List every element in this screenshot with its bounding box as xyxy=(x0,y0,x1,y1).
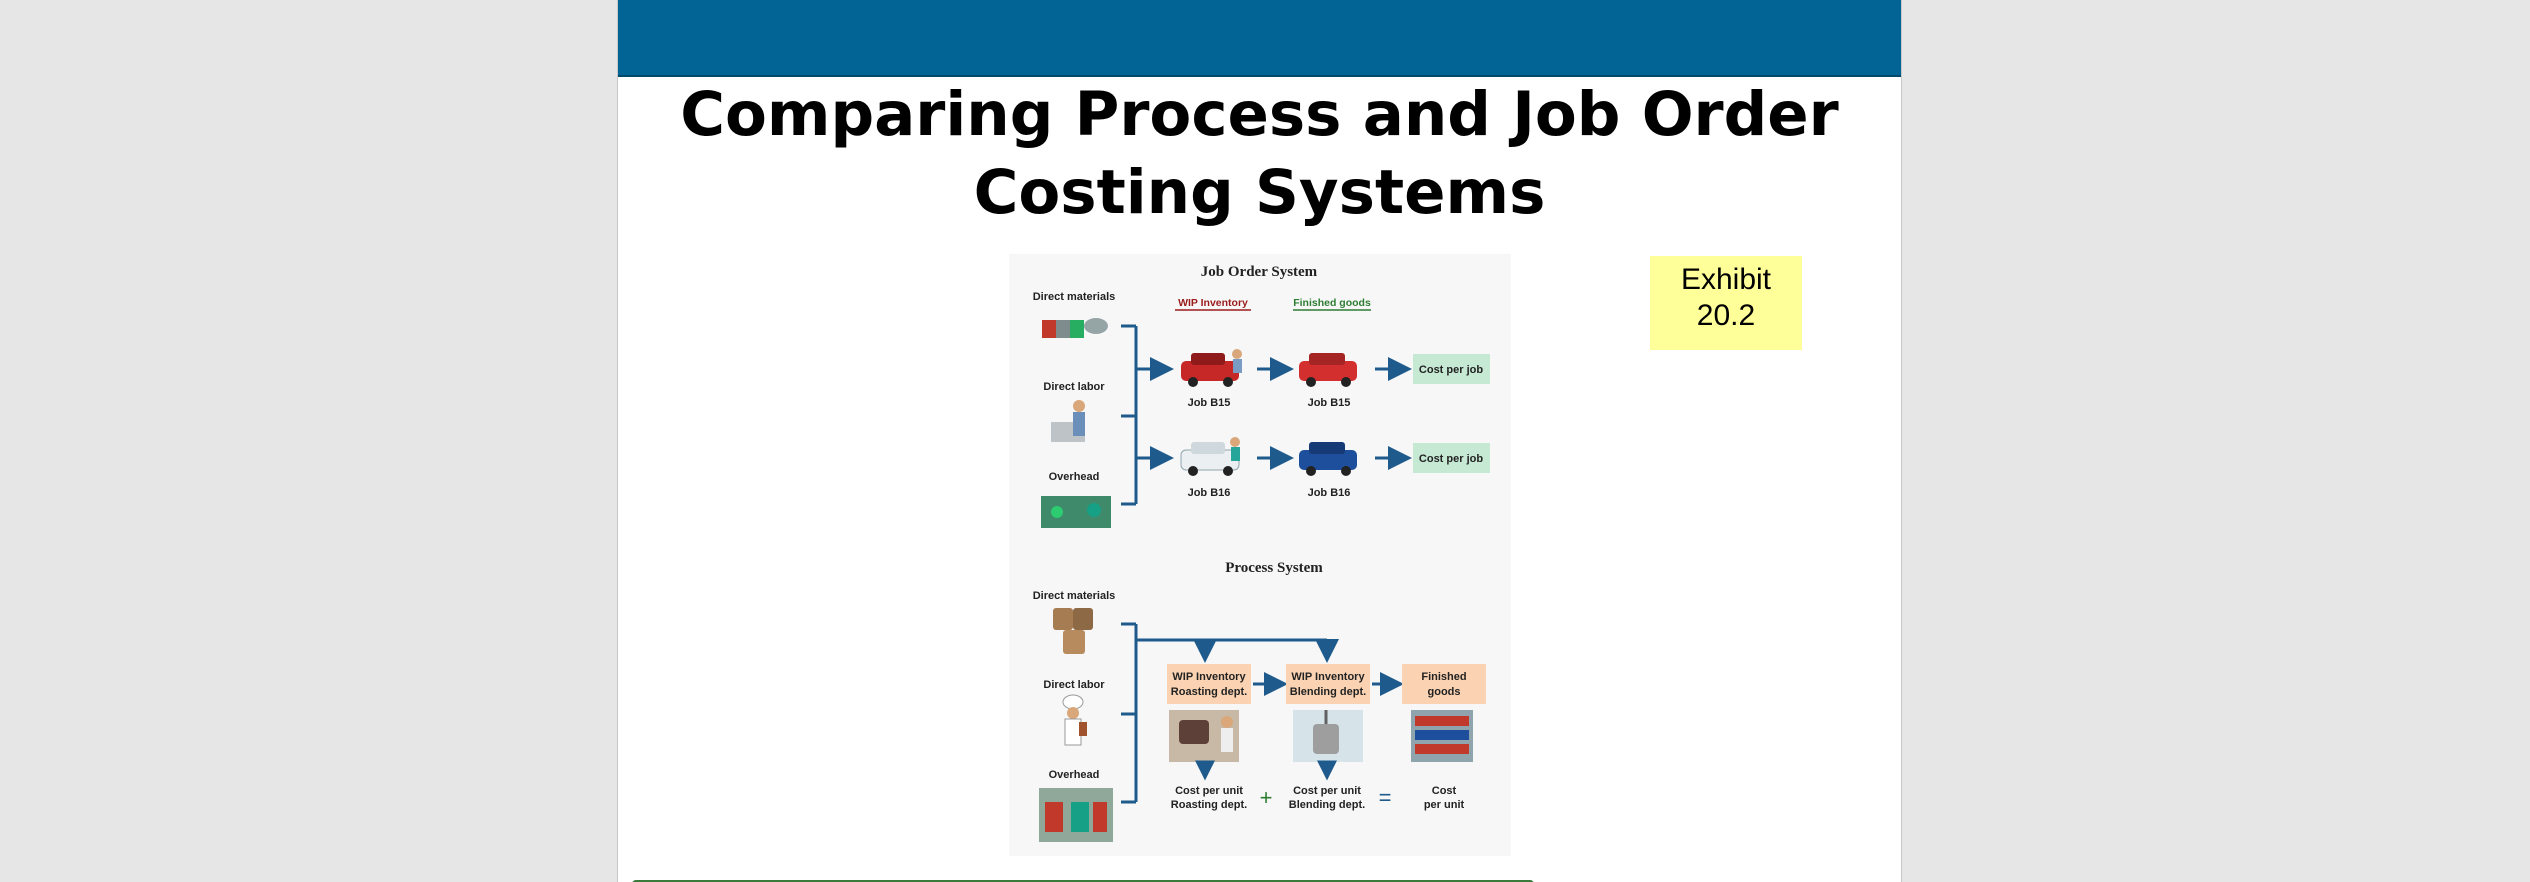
job-order-title: Job Order System xyxy=(1201,264,1318,280)
total-cost-line2: per unit xyxy=(1424,799,1465,811)
coffee-sacks-icon xyxy=(1053,608,1093,654)
warehouse-shelves-icon xyxy=(1411,710,1473,762)
ps-input-bracket xyxy=(1121,622,1339,804)
bottom-text-box xyxy=(632,880,1534,882)
jo-input-direct-materials: Direct materials xyxy=(1033,291,1116,303)
jo-input-bracket xyxy=(1121,324,1174,506)
warehouse-icon xyxy=(1039,788,1113,842)
blending-cost-line1: Cost per unit xyxy=(1293,785,1361,797)
blending-box-line2: Blending dept. xyxy=(1290,686,1366,698)
white-car-wip-icon xyxy=(1180,437,1240,476)
finished-goods-box xyxy=(1402,664,1486,704)
top-banner xyxy=(618,0,1901,77)
b15-cost-label: Cost per job xyxy=(1419,364,1483,376)
plus-sign: + xyxy=(1260,785,1273,810)
blending-cost-line2: Blending dept. xyxy=(1289,799,1365,811)
diagram-svg: Job Order System Direct materials Direct… xyxy=(1009,254,1511,856)
jo-row-b16: Job B16 Job B16 Cost per job xyxy=(1180,437,1490,499)
exhibit-word: Exhibit xyxy=(1680,263,1772,296)
jo-input-direct-labor: Direct labor xyxy=(1043,381,1105,393)
title-line-2: Costing Systems xyxy=(973,157,1546,228)
wip-inventory-header: WIP Inventory xyxy=(1178,297,1248,309)
slide-title: Comparing Process and Job Order Costing … xyxy=(618,76,1901,232)
equals-sign: = xyxy=(1379,785,1392,810)
ps-input-overhead: Overhead xyxy=(1049,769,1100,781)
ps-input-direct-labor: Direct labor xyxy=(1043,679,1105,691)
b16-cost-box xyxy=(1413,443,1490,473)
roaster-machine-icon xyxy=(1169,710,1239,762)
b16-cost-label: Cost per job xyxy=(1419,453,1483,465)
blue-car-finished-icon xyxy=(1299,442,1357,476)
slide: Comparing Process and Job Order Costing … xyxy=(617,0,1902,882)
b15-wip-label: Job B15 xyxy=(1188,397,1231,409)
total-cost-line1: Cost xyxy=(1432,785,1457,797)
red-car-finished-icon xyxy=(1299,353,1357,387)
factory-floor-icon xyxy=(1041,496,1111,528)
ps-input-direct-materials: Direct materials xyxy=(1033,590,1116,602)
exhibit-label: Exhibit 20.2 xyxy=(1650,256,1802,350)
blending-wip-box xyxy=(1286,664,1370,704)
diagram-background xyxy=(1009,254,1511,856)
costing-systems-diagram: Job Order System Direct materials Direct… xyxy=(1009,254,1511,856)
blending-box-line1: WIP Inventory xyxy=(1291,671,1365,683)
finished-goods-header: Finished goods xyxy=(1293,297,1371,309)
exhibit-number: 20.2 xyxy=(1696,299,1756,332)
roasting-box-line1: WIP Inventory xyxy=(1172,671,1246,683)
chef-icon xyxy=(1062,694,1087,746)
blender-machine-icon xyxy=(1293,710,1363,762)
b16-wip-label: Job B16 xyxy=(1188,487,1231,499)
roasting-cost-line1: Cost per unit xyxy=(1175,785,1243,797)
b16-finished-label: Job B16 xyxy=(1308,487,1351,499)
b15-cost-box xyxy=(1413,354,1490,384)
worker-icon xyxy=(1051,400,1085,442)
b15-finished-label: Job B15 xyxy=(1308,397,1351,409)
paint-cans-icon xyxy=(1042,318,1108,338)
process-title: Process System xyxy=(1225,560,1323,576)
jo-row-b15: Job B15 Job B15 Cost per job xyxy=(1181,349,1490,409)
finished-box-line2: goods xyxy=(1428,686,1461,698)
red-car-wip-icon xyxy=(1181,349,1242,387)
roasting-box-line2: Roasting dept. xyxy=(1171,686,1247,698)
title-line-1: Comparing Process and Job Order xyxy=(680,79,1839,150)
jo-input-overhead: Overhead xyxy=(1049,471,1100,483)
finished-box-line1: Finished xyxy=(1421,671,1466,683)
roasting-cost-line2: Roasting dept. xyxy=(1171,799,1247,811)
roasting-wip-box xyxy=(1167,664,1251,704)
